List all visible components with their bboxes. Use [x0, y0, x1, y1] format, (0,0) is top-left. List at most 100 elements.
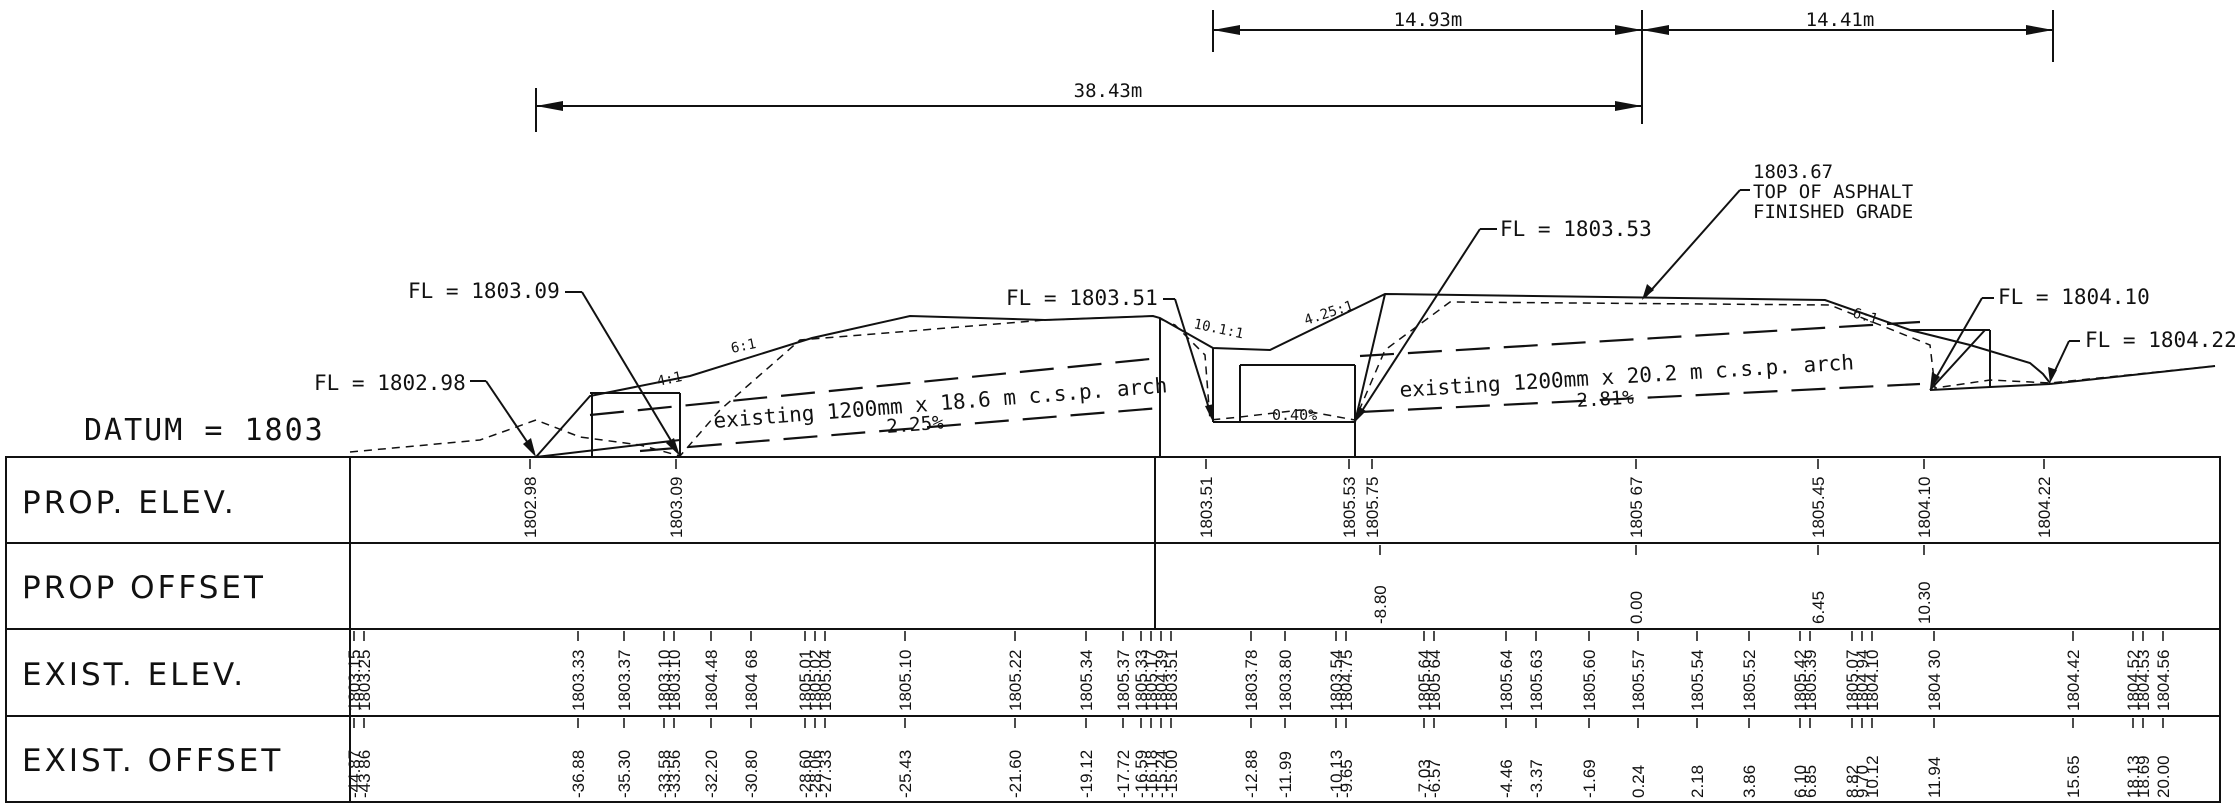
exist-elev-value: 1805.04 [816, 650, 835, 711]
exist-offset-value: -28.06 [806, 750, 825, 798]
exist-offset-value: -11.99 [1276, 751, 1295, 798]
exist-offset-value: 2.18 [1688, 765, 1707, 798]
exist-offset-value: -15.00 [1162, 750, 1181, 798]
exist-elev-value: 1805.22 [1006, 650, 1025, 711]
culvert-grade-right: 2.81% [1576, 387, 1635, 412]
exist-offset-value: 18.13 [2124, 755, 2143, 798]
exist-elev-value: 1805.57 [1629, 650, 1648, 711]
exist-offset-value: 0.24 [1629, 765, 1648, 798]
row-header-exist-elev: EXIST. ELEV. [22, 657, 246, 693]
exist-elev-value: 1804.42 [2064, 650, 2083, 711]
dimension-lower: 38.43m [1074, 80, 1143, 102]
row-header-exist-offset: EXIST. OFFSET [22, 743, 283, 779]
slope-label: 6:1 [1851, 305, 1880, 327]
exist-offset-value: -30.80 [742, 750, 761, 798]
callout-fl-1804-10: FL = 1804.10 [1998, 285, 2150, 309]
exist-offset-value: 20.00 [2154, 755, 2173, 798]
prop-offset-value: 0.00 [1627, 591, 1646, 624]
exist-elev-value: 1805 64 [1425, 650, 1444, 711]
exist-elev-value: 1805.33 [1132, 650, 1151, 711]
exist-elev-value: 1805.34 [1077, 650, 1096, 711]
slope-label: 10.1:1 [1192, 316, 1245, 342]
slope-label: 0.40% [1272, 406, 1317, 424]
exist-elev-value: 1804.53 [2134, 650, 2153, 711]
exist-elev-value: 1805.54 [1688, 650, 1707, 711]
exist-elev-value: 1804 94 [1853, 650, 1872, 711]
exist-elev-value: 1805.42 [1791, 650, 1810, 711]
profile-table: PROP. ELEV. PROP OFFSET EXIST. ELEV. EXI… [5, 456, 2221, 803]
callout-fl-1803-09: FL = 1803.09 [408, 279, 560, 303]
prop-elev-value: 1805 67 [1627, 477, 1646, 538]
exist-elev-value: 1804.48 [702, 650, 721, 711]
exist-offset-value: -16.59 [1132, 750, 1151, 798]
slope-label: 4:1 [656, 369, 684, 390]
exist-offset-value: -27.33 [816, 750, 835, 798]
exist-offset-value: 6.85 [1801, 765, 1820, 798]
exist-offset-value: -36.88 [569, 750, 588, 798]
slope-label: 4.25:1 [1302, 298, 1355, 329]
prop-offset-cells: -8.80 0.00 6.45 10.30 [1371, 545, 1934, 624]
exist-offset-value: -25.43 [896, 750, 915, 798]
exist-elev-value: 1803.15 [345, 650, 364, 711]
exist-elev-value: 1805.17 [1142, 650, 1161, 711]
callout-asphalt-line1: TOP OF ASPHALT [1753, 181, 1913, 203]
exist-elev-value: 1805.64 [1415, 650, 1434, 711]
prop-offset-value: 6.45 [1809, 591, 1828, 624]
callout-asphalt-elev: 1803.67 [1753, 161, 1833, 183]
prop-offset-value: -8.80 [1371, 585, 1390, 624]
prop-elev-value: 1805.45 [1809, 477, 1828, 538]
exist-offset-value: 10.12 [1863, 755, 1882, 798]
exist-offset-value: -44.87 [345, 750, 364, 798]
row-header-prop-offset: PROP OFFSET [22, 570, 266, 606]
exist-elev-value: 1803.78 [1242, 650, 1261, 711]
exist-offset-value: -3.37 [1527, 759, 1546, 798]
exist-offset-value: -35.30 [615, 750, 634, 798]
exist-elev-value: 1804.75 [1337, 650, 1356, 711]
exist-elev-value: 1805.52 [1740, 650, 1759, 711]
exist-offset-value: 8.82 [1843, 765, 1862, 798]
exist-elev-value: 1804.39 [1152, 650, 1171, 711]
exist-elev-value: 1805.37 [1114, 650, 1133, 711]
existing-ground [349, 301, 2216, 457]
exist-offset-value: -33.56 [665, 750, 684, 798]
exist-offset-value: -17.72 [1114, 750, 1133, 798]
dimension-top-left: 14.93m [1394, 9, 1463, 31]
exist-elev-value: 1805.10 [896, 650, 915, 711]
prop-elev-value: 1802.98 [521, 477, 540, 538]
exist-elev-value: 1805.60 [1580, 650, 1599, 711]
exist-offset-value: -19.12 [1077, 750, 1096, 798]
exist-offset-value: -33.58 [655, 750, 674, 798]
exist-elev-value: 1805.64 [1497, 650, 1516, 711]
callout-fl-1802-98: FL = 1802.98 [314, 371, 466, 395]
dimension-top-right: 14.41m [1806, 9, 1875, 31]
exist-offset-value: 11.94 [1925, 757, 1944, 798]
exist-elev-value: 1803.51 [1162, 650, 1181, 711]
culvert-lines [589, 320, 1921, 453]
exist-offset-value: 3.86 [1740, 765, 1759, 798]
prop-elev-value: 1805.53 [1340, 477, 1359, 538]
exist-elev-value: 1805.01 [796, 650, 815, 711]
callout-fl-1803-51: FL = 1803.51 [1006, 286, 1158, 310]
exist-elev-value: 1803.33 [569, 650, 588, 711]
exist-offset-value: -16.18 [1142, 750, 1161, 798]
exist-elev-value: 1803.10 [665, 650, 684, 711]
exist-elev-value: 1804.10 [1863, 650, 1882, 711]
exist-elev-value: 1804.56 [2154, 650, 2173, 711]
callout-fl-1804-22: FL = 1804.22 [2085, 328, 2237, 352]
exist-offset-value: -28.60 [796, 750, 815, 798]
prop-elev-value: 1803.09 [667, 477, 686, 538]
exist-offset-value: -7.03 [1415, 759, 1434, 798]
prop-offset-value: 10.30 [1915, 581, 1934, 624]
slope-label: 6:1 [730, 336, 758, 357]
exist-elev-value: 1805.39 [1801, 650, 1820, 711]
dimension-lines: 14.93m 14.41m 38.43m [535, 9, 2054, 132]
callouts: FL = 1802.98 FL = 1803.09 FL = 1803.51 F… [314, 161, 2237, 457]
exist-elev-value: 1804.52 [2124, 650, 2143, 711]
prop-elev-value: 1804.22 [2035, 477, 2054, 538]
row-header-prop-elev: PROP. ELEV. [22, 485, 237, 521]
exist-offset-value: -6.57 [1425, 759, 1444, 798]
culvert-grade-left: 2.25% [886, 412, 945, 438]
